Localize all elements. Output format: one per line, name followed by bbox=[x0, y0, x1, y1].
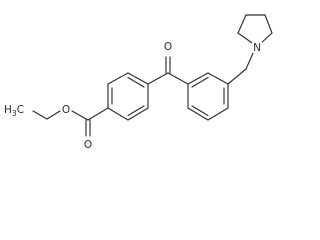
chemical-structure-diagram: O N O O H3C bbox=[4, 14, 273, 151]
ring-bond bbox=[187, 72, 209, 85]
ring-double-bond bbox=[191, 105, 209, 117]
amine-nitrogen-label: N bbox=[253, 42, 261, 54]
atom-labels: O N O O H3C bbox=[4, 41, 262, 151]
bond-carbonyl-to-ring bbox=[167, 72, 189, 85]
methyl-c-label: C bbox=[17, 104, 24, 116]
nitrogen-label-background bbox=[252, 42, 262, 53]
bond-oxygen-to-ethyl bbox=[46, 110, 61, 120]
methyl-h-label: H bbox=[4, 104, 12, 116]
ester-ether-oxygen-label: O bbox=[62, 104, 70, 116]
ring-bond bbox=[107, 107, 129, 121]
ring-bond bbox=[127, 72, 149, 85]
bond-ring-to-ester-carbon bbox=[87, 107, 109, 121]
ketone-group bbox=[147, 56, 189, 85]
bond-carbon-to-ether-oxygen bbox=[71, 110, 89, 121]
bond-ethyl-chain bbox=[32, 110, 48, 120]
left-benzene-ring bbox=[107, 72, 149, 121]
bond-ring-to-ch2 bbox=[227, 68, 247, 85]
ring-bond bbox=[264, 14, 273, 34]
ring-bond bbox=[207, 107, 229, 121]
ester-carbonyl-oxygen-label: O bbox=[84, 139, 92, 151]
ketone-oxygen-label: O bbox=[164, 41, 172, 53]
ring-bond bbox=[107, 72, 129, 85]
right-benzene-ring bbox=[187, 72, 229, 121]
molecule-drawing: O N O O H3C bbox=[4, 14, 273, 151]
ring-double-bond bbox=[127, 105, 145, 117]
ring-bond bbox=[207, 72, 229, 85]
ring-double-bond bbox=[191, 76, 209, 88]
ring-bond bbox=[237, 14, 247, 34]
ester-group bbox=[32, 107, 109, 137]
ether-oxygen-label-background bbox=[61, 104, 71, 115]
ring-double-bond bbox=[127, 76, 145, 88]
ring-bond bbox=[187, 107, 209, 121]
methylene-linker bbox=[227, 50, 255, 85]
methyl-subscript-label: 3 bbox=[12, 109, 17, 118]
pyrrolidine-ring bbox=[237, 14, 273, 46]
methyl-group-label: H3C bbox=[4, 104, 24, 118]
bond-ring-to-carbonyl bbox=[147, 72, 169, 85]
ring-bond bbox=[127, 107, 149, 121]
bond-ch2-to-nitrogen bbox=[245, 50, 255, 70]
